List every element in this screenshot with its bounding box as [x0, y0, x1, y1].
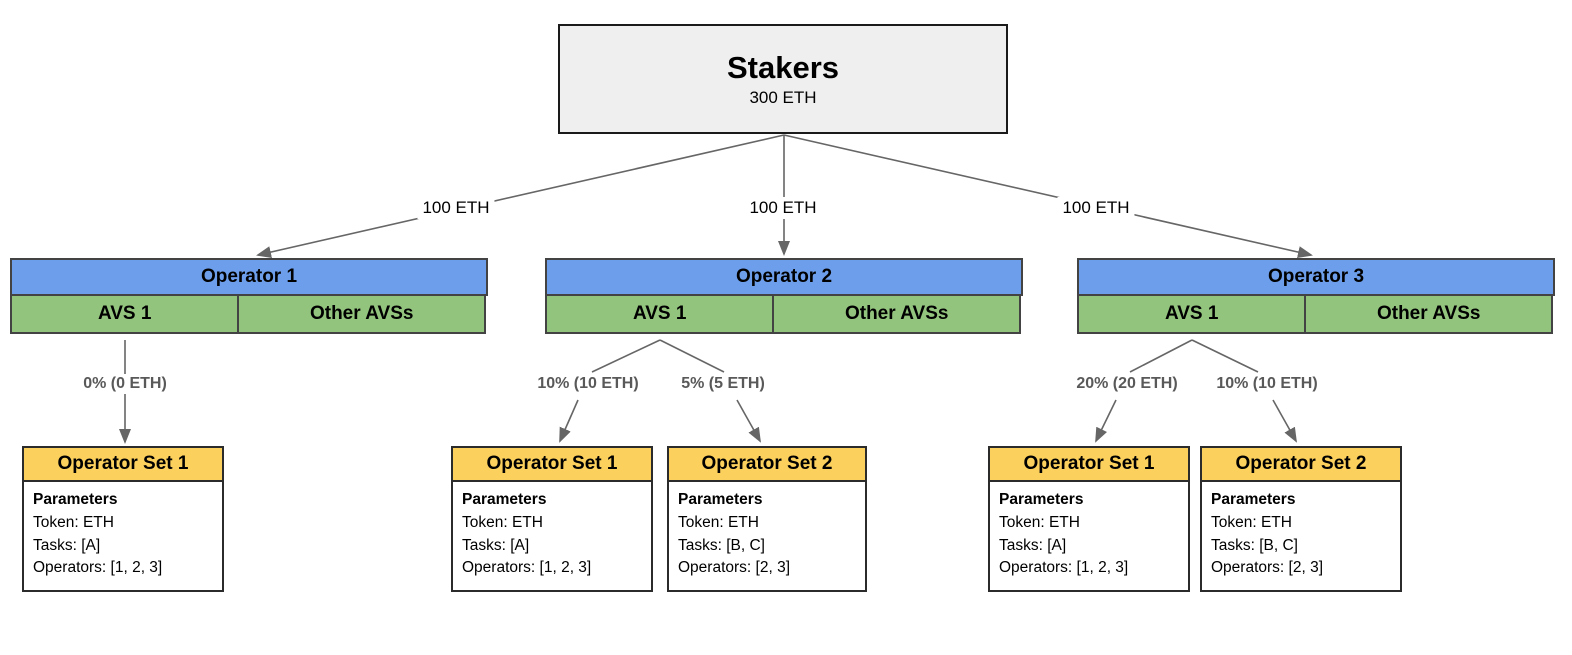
op2-operator-set-1-title: Operator Set 1: [453, 448, 651, 482]
edge-op3-avs1-to-set1-upper: [1129, 339, 1193, 373]
param-token: Token: ETH: [678, 513, 759, 531]
delegation-label-operator1: 100 ETH: [417, 197, 495, 219]
operator-2-node: Operator 2 AVS 1 Other AVSs: [545, 258, 1023, 334]
operator-2-avs1-cell: AVS 1: [545, 294, 775, 334]
param-tasks: Tasks: [B, C]: [678, 536, 765, 554]
operator-1-avs-row: AVS 1 Other AVSs: [10, 294, 488, 334]
operator-2-header: Operator 2: [545, 258, 1023, 296]
op2-allocation-label-set2: 5% (5 ETH): [676, 374, 770, 394]
param-token: Token: ETH: [33, 513, 114, 531]
edge-op3-avs1-to-set2-lower: [1272, 399, 1297, 443]
param-operators: Operators: [1, 2, 3]: [462, 559, 592, 577]
op3-allocation-label-set2: 10% (10 ETH): [1211, 374, 1323, 394]
edge-op2-avs1-to-set2-upper: [659, 339, 725, 373]
stakers-node: Stakers 300 ETH: [558, 24, 1008, 134]
op3-operator-set-1-params: Parameters Token: ETH Tasks: [A] Operato…: [990, 482, 1188, 590]
params-title: Parameters: [999, 491, 1084, 508]
op2-operator-set-1-params: Parameters Token: ETH Tasks: [A] Operato…: [453, 482, 651, 590]
params-title: Parameters: [678, 491, 763, 508]
param-token: Token: ETH: [999, 513, 1080, 531]
op3-operator-set-1-title: Operator Set 1: [990, 448, 1188, 482]
op2-allocation-label-set1: 10% (10 ETH): [532, 374, 644, 394]
param-operators: Operators: [1, 2, 3]: [999, 559, 1129, 577]
operator-3-header: Operator 3: [1077, 258, 1555, 296]
param-tasks: Tasks: [A]: [999, 536, 1067, 554]
stakers-amount: 300 ETH: [749, 88, 817, 108]
edge-op2-avs1-to-set2-lower: [736, 399, 761, 443]
op2-operator-set-2-title: Operator Set 2: [669, 448, 865, 482]
edge-op3-avs1-to-set2-upper: [1191, 339, 1259, 373]
operator-1-other-avs-cell: Other AVSs: [237, 294, 486, 334]
op3-allocation-label-set1: 20% (20 ETH): [1071, 374, 1183, 394]
operator-3-node: Operator 3 AVS 1 Other AVSs: [1077, 258, 1555, 334]
edge-op3-avs1-to-set1-lower: [1095, 399, 1117, 443]
param-tasks: Tasks: [A]: [33, 536, 101, 554]
operator-2-other-avs-cell: Other AVSs: [772, 294, 1021, 334]
op1-allocation-label: 0% (0 ETH): [78, 374, 172, 394]
param-operators: Operators: [1, 2, 3]: [33, 559, 163, 577]
param-operators: Operators: [2, 3]: [678, 559, 790, 577]
params-title: Parameters: [462, 491, 547, 508]
delegation-label-operator3: 100 ETH: [1057, 197, 1135, 219]
op1-operator-set-1-card: Operator Set 1 Parameters Token: ETH Tas…: [22, 446, 224, 593]
operator-3-avs-row: AVS 1 Other AVSs: [1077, 294, 1555, 334]
operator-1-header: Operator 1: [10, 258, 488, 296]
operator-3-avs1-cell: AVS 1: [1077, 294, 1307, 334]
param-tasks: Tasks: [B, C]: [1211, 536, 1298, 554]
operator-2-avs-row: AVS 1 Other AVSs: [545, 294, 1023, 334]
op1-operator-set-1-params: Parameters Token: ETH Tasks: [A] Operato…: [24, 482, 222, 590]
op2-operator-set-1-card: Operator Set 1 Parameters Token: ETH Tas…: [451, 446, 653, 593]
operator-1-node: Operator 1 AVS 1 Other AVSs: [10, 258, 488, 334]
param-operators: Operators: [2, 3]: [1211, 559, 1323, 577]
op3-operator-set-2-params: Parameters Token: ETH Tasks: [B, C] Oper…: [1202, 482, 1400, 590]
operator-1-avs1-cell: AVS 1: [10, 294, 240, 334]
delegation-label-operator2: 100 ETH: [744, 197, 822, 219]
param-tasks: Tasks: [A]: [462, 536, 530, 554]
stakers-title: Stakers: [726, 49, 840, 85]
edge-op2-avs1-to-set1-lower: [559, 399, 579, 443]
params-title: Parameters: [1211, 491, 1296, 508]
op3-operator-set-2-card: Operator Set 2 Parameters Token: ETH Tas…: [1200, 446, 1402, 593]
operator-3-other-avs-cell: Other AVSs: [1304, 294, 1553, 334]
param-token: Token: ETH: [1211, 513, 1292, 531]
op3-operator-set-2-title: Operator Set 2: [1202, 448, 1400, 482]
op1-operator-set-1-title: Operator Set 1: [24, 448, 222, 482]
params-title: Parameters: [33, 491, 118, 508]
edge-stakers-to-operator-3: [783, 134, 1313, 258]
edge-stakers-to-operator-1: [256, 134, 785, 258]
edge-op2-avs1-to-set1-upper: [591, 339, 661, 373]
op2-operator-set-2-card: Operator Set 2 Parameters Token: ETH Tas…: [667, 446, 867, 593]
param-token: Token: ETH: [462, 513, 543, 531]
op2-operator-set-2-params: Parameters Token: ETH Tasks: [B, C] Oper…: [669, 482, 865, 590]
op3-operator-set-1-card: Operator Set 1 Parameters Token: ETH Tas…: [988, 446, 1190, 593]
